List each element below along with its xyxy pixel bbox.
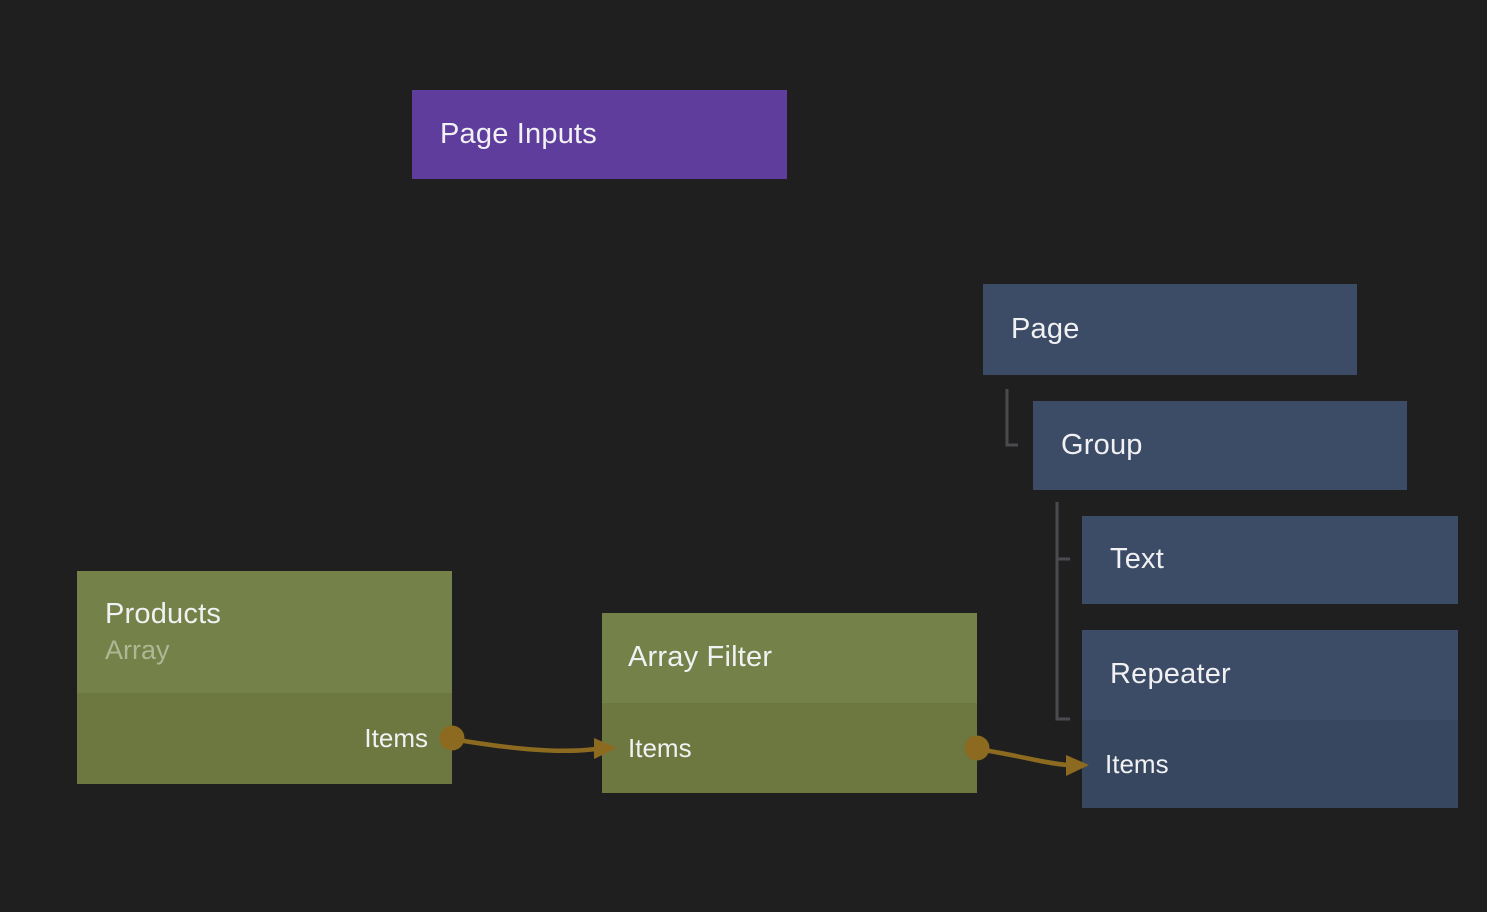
node-header: Text	[1082, 516, 1458, 604]
port-label: Items	[628, 732, 692, 763]
node-subtitle: Array	[105, 635, 170, 666]
node-group[interactable]: Group	[1033, 401, 1407, 490]
node-page-inputs[interactable]: Page Inputs	[412, 90, 787, 179]
port-row-array-filter-items[interactable]: Items	[602, 703, 977, 793]
connection-wire[interactable]	[976, 746, 1069, 768]
node-header: Array Filter	[602, 613, 977, 703]
connection-wire[interactable]	[451, 736, 597, 754]
port-label: Items	[364, 723, 428, 753]
node-header: Repeater	[1082, 630, 1458, 720]
port-row-repeater-items[interactable]: Items	[1082, 720, 1458, 808]
node-title: Page Inputs	[440, 117, 597, 150]
node-header: Page	[983, 284, 1357, 375]
node-products[interactable]: Products Array Items	[77, 571, 452, 784]
node-title: Array Filter	[628, 641, 773, 674]
hierarchy-line-group-repeater	[1055, 502, 1070, 721]
node-title: Text	[1110, 543, 1164, 576]
node-text[interactable]: Text	[1082, 516, 1458, 604]
node-header: Group	[1033, 401, 1407, 490]
node-array-filter[interactable]: Array Filter Items	[602, 613, 977, 793]
connection-products-to-array-filter[interactable]	[439, 725, 618, 760]
node-title: Products	[105, 597, 222, 630]
node-title: Page	[1011, 312, 1080, 345]
node-page[interactable]: Page	[983, 284, 1357, 375]
node-repeater[interactable]: Repeater Items	[1082, 630, 1458, 808]
node-title: Group	[1061, 428, 1143, 461]
port-label: Items	[1105, 748, 1169, 779]
node-header: Page Inputs	[412, 90, 787, 179]
connection-array-filter-to-repeater[interactable]	[964, 735, 1090, 777]
port-row-products-items[interactable]: Items	[77, 693, 452, 784]
node-title: Repeater	[1110, 658, 1231, 691]
hierarchy-line-page-group	[1005, 389, 1018, 447]
node-header: Products Array	[77, 571, 452, 693]
